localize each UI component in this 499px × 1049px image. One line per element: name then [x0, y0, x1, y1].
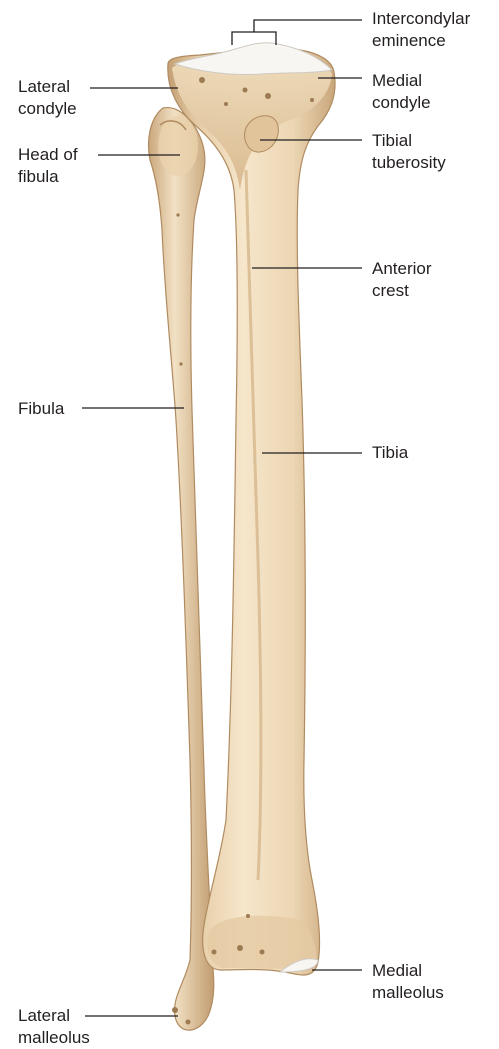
label-tibia: Tibia	[372, 442, 408, 464]
leader-intercondylar-eminence	[232, 20, 362, 45]
label-intercondylar-eminence: Intercondylar eminence	[372, 8, 470, 52]
label-medial-malleolus: Medial malleolus	[372, 960, 444, 1004]
label-head-of-fibula: Head of fibula	[18, 144, 78, 188]
label-tibial-tuberosity: Tibial tuberosity	[372, 130, 446, 174]
label-medial-condyle: Medial condyle	[372, 70, 431, 114]
tibial-plateau-cartilage	[175, 43, 332, 75]
label-anterior-crest: Anterior crest	[372, 258, 432, 302]
label-lateral-condyle: Lateral condyle	[18, 76, 77, 120]
label-lateral-malleolus: Lateral malleolus	[18, 1005, 90, 1049]
fibula-bone	[149, 108, 214, 1031]
label-fibula: Fibula	[18, 398, 64, 420]
